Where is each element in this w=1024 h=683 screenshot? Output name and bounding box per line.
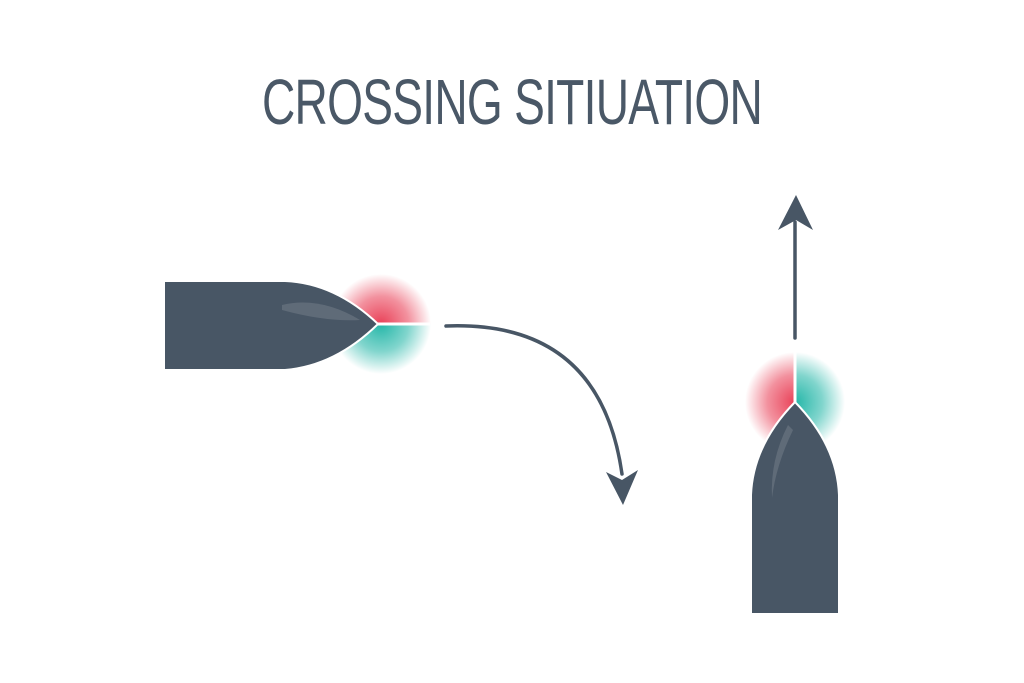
boat-b-vessel-icon (750, 400, 840, 615)
boat-a-vessel-icon (163, 280, 380, 371)
boat-b-highlight (771, 425, 793, 498)
course-straight-arrow-icon (778, 195, 813, 340)
diagram-title: CROSSING SITIUATION (261, 66, 763, 138)
boat-a-highlight (282, 302, 360, 321)
turn-curved-arrow-icon (444, 324, 638, 505)
